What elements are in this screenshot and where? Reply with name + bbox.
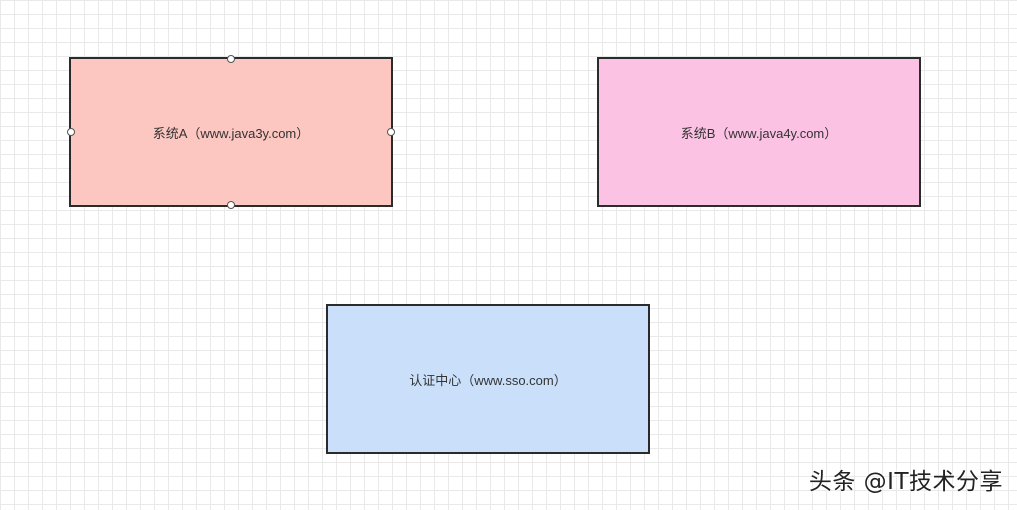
node-system-a[interactable]: 系统A（www.java3y.com） [67,55,395,209]
watermark: 头条 @IT技术分享 [808,469,1003,495]
node-label-system-a: 系统A（www.java3y.com） [152,125,310,141]
resize-handle-left[interactable] [67,128,75,136]
resize-handle-right[interactable] [387,128,395,136]
resize-handle-top[interactable] [227,55,235,63]
node-label-system-b: 系统B（www.java4y.com） [680,125,838,141]
node-system-b[interactable]: 系统B（www.java4y.com） [597,57,921,207]
node-label-sso-center: 认证中心（www.sso.com） [409,372,567,388]
node-sso-center[interactable]: 认证中心（www.sso.com） [326,304,650,454]
resize-handle-bottom[interactable] [227,201,235,209]
